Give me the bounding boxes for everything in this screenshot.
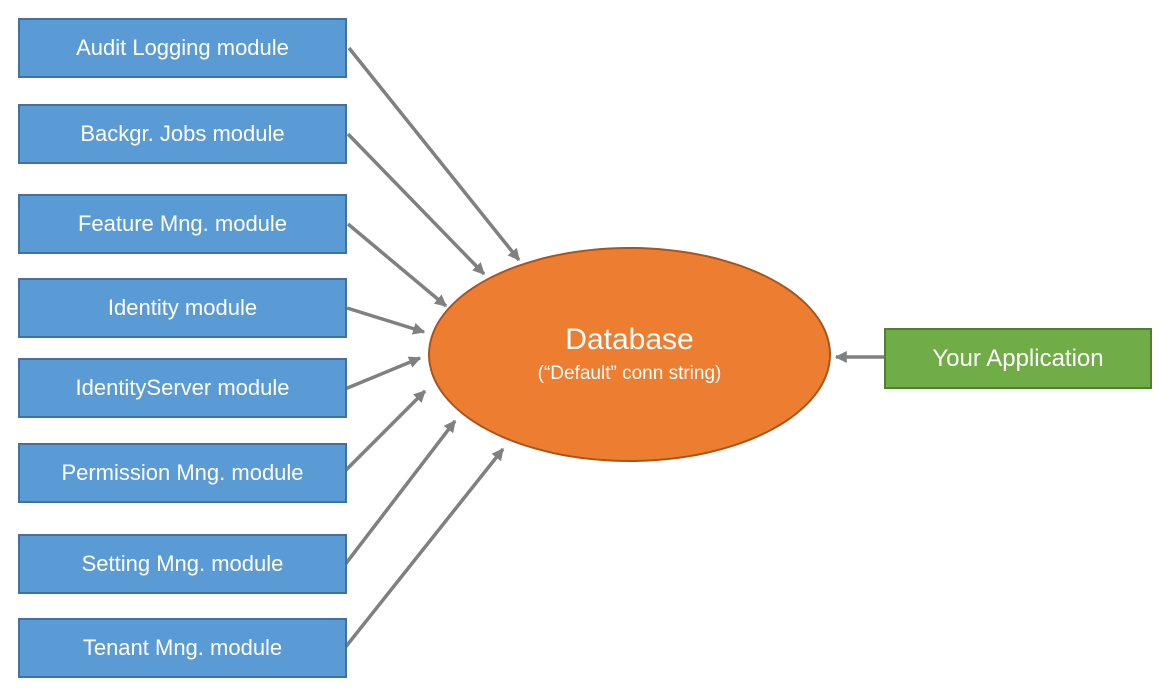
arrow-feature-mng-to-database [346, 222, 448, 308]
arrow-permission-mng-to-database [343, 389, 427, 473]
module-box-audit-logging: Audit Logging module [18, 18, 347, 78]
arrow-setting-mng-to-database [342, 419, 457, 568]
module-box-identityserver: IdentityServer module [18, 358, 347, 418]
module-box-setting-mng: Setting Mng. module [18, 534, 347, 594]
database-ellipse: Database (“Default” conn string) [428, 247, 831, 462]
your-application-box: Your Application [884, 328, 1152, 389]
arrow-audit-logging-to-database [347, 46, 521, 262]
arrow-identity-to-database [346, 306, 426, 335]
database-subtitle: (“Default” conn string) [537, 363, 722, 385]
module-box-backgr-jobs: Backgr. Jobs module [18, 104, 347, 164]
module-box-identity: Identity module [18, 278, 347, 338]
database-title: Database [565, 323, 694, 357]
arrow-tenant-mng-to-database [342, 447, 505, 651]
module-box-permission-mng: Permission Mng. module [18, 443, 347, 503]
module-box-tenant-mng: Tenant Mng. module [18, 618, 347, 678]
module-box-feature-mng: Feature Mng. module [18, 194, 347, 254]
arrow-backgr-jobs-to-database [346, 132, 486, 276]
arrow-identityserver-to-database [344, 356, 422, 391]
